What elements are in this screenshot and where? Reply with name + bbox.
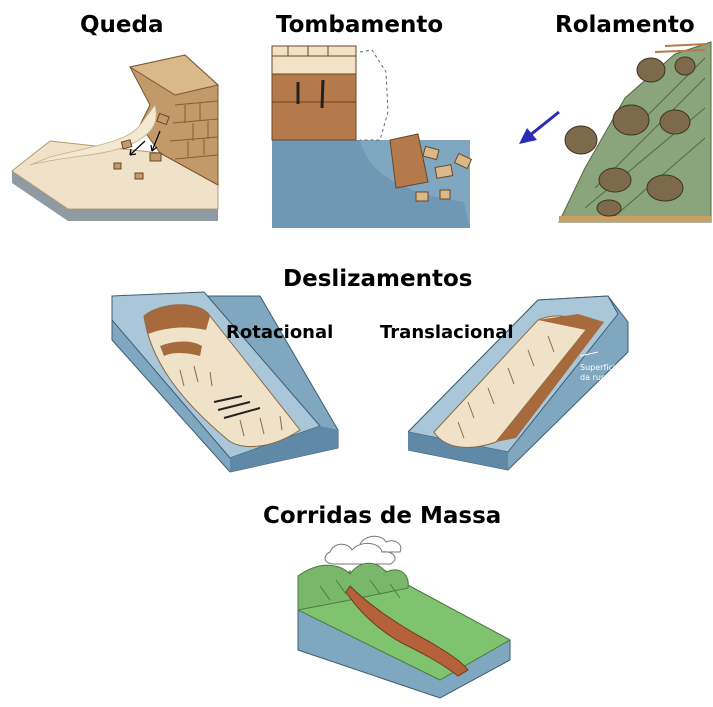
superficie-label-line1: Superfície <box>580 363 620 372</box>
label-rotacional: Rotacional <box>226 322 334 343</box>
queda-illustration <box>10 45 220 225</box>
title-queda: Queda <box>80 12 164 38</box>
tombamento-illustration <box>268 42 478 232</box>
translacional-illustration: Superfície da ruptura <box>408 292 630 474</box>
title-rolamento: Rolamento <box>555 12 695 38</box>
superficie-label-line2: da ruptura <box>580 373 622 382</box>
rotacional-illustration <box>110 290 340 475</box>
rolamento-illustration <box>515 38 713 228</box>
title-tombamento: Tombamento <box>276 12 444 38</box>
corridas-illustration <box>290 530 518 700</box>
title-deslizamentos: Deslizamentos <box>283 266 473 292</box>
title-corridas-de-massa: Corridas de Massa <box>263 503 502 529</box>
label-translacional: Translacional <box>380 322 514 343</box>
